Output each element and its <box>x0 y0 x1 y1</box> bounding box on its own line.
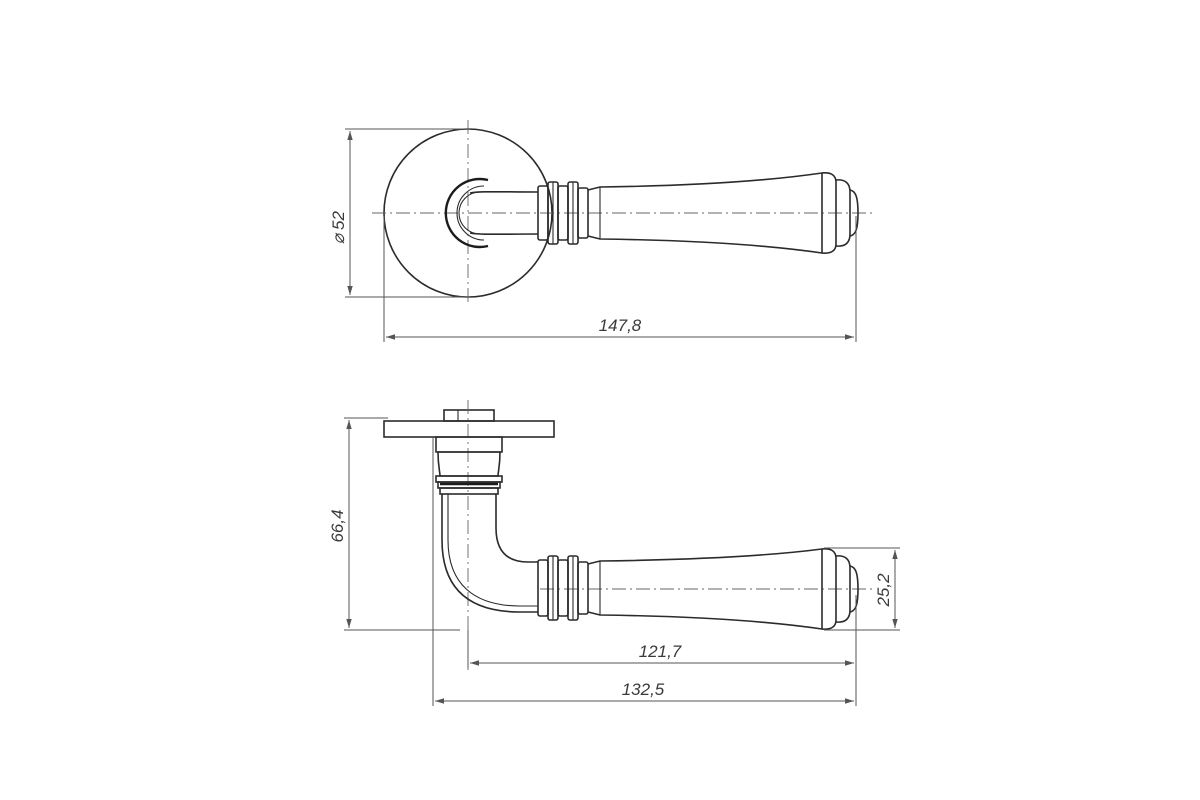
side-view: 66,4 25,2 121,7 132,5 <box>328 400 900 706</box>
top-neck-ring <box>444 177 489 249</box>
top-view: ⌀ 52 147,8 <box>329 120 872 342</box>
top-neck-ring-inner <box>456 185 485 241</box>
side-lever-arm-inner <box>495 494 538 563</box>
side-lever-arm-outer <box>441 494 538 613</box>
top-dia-symbol: ⌀ <box>329 232 348 244</box>
top-end-cap <box>821 172 859 254</box>
side-lever-h-label: 25,2 <box>874 573 893 608</box>
side-len2-label: 132,5 <box>622 680 665 699</box>
side-lever-collar <box>537 555 589 621</box>
top-neck-body <box>469 190 539 236</box>
side-len1-label: 121,7 <box>639 642 682 661</box>
side-lever-arm-mid <box>447 494 538 607</box>
top-neck-ring-inner2 <box>458 191 481 235</box>
side-rosette-plate <box>383 420 555 438</box>
top-collar <box>537 181 589 245</box>
top-len-label: 147,8 <box>599 316 642 335</box>
side-spindle-tab <box>443 409 495 422</box>
top-lever-body <box>587 172 823 254</box>
side-lever-body <box>587 548 823 630</box>
side-height-label: 66,4 <box>328 509 347 542</box>
side-neck-collar <box>435 436 503 495</box>
side-end-cap <box>821 548 859 630</box>
top-dia-label: 52 <box>329 211 348 230</box>
